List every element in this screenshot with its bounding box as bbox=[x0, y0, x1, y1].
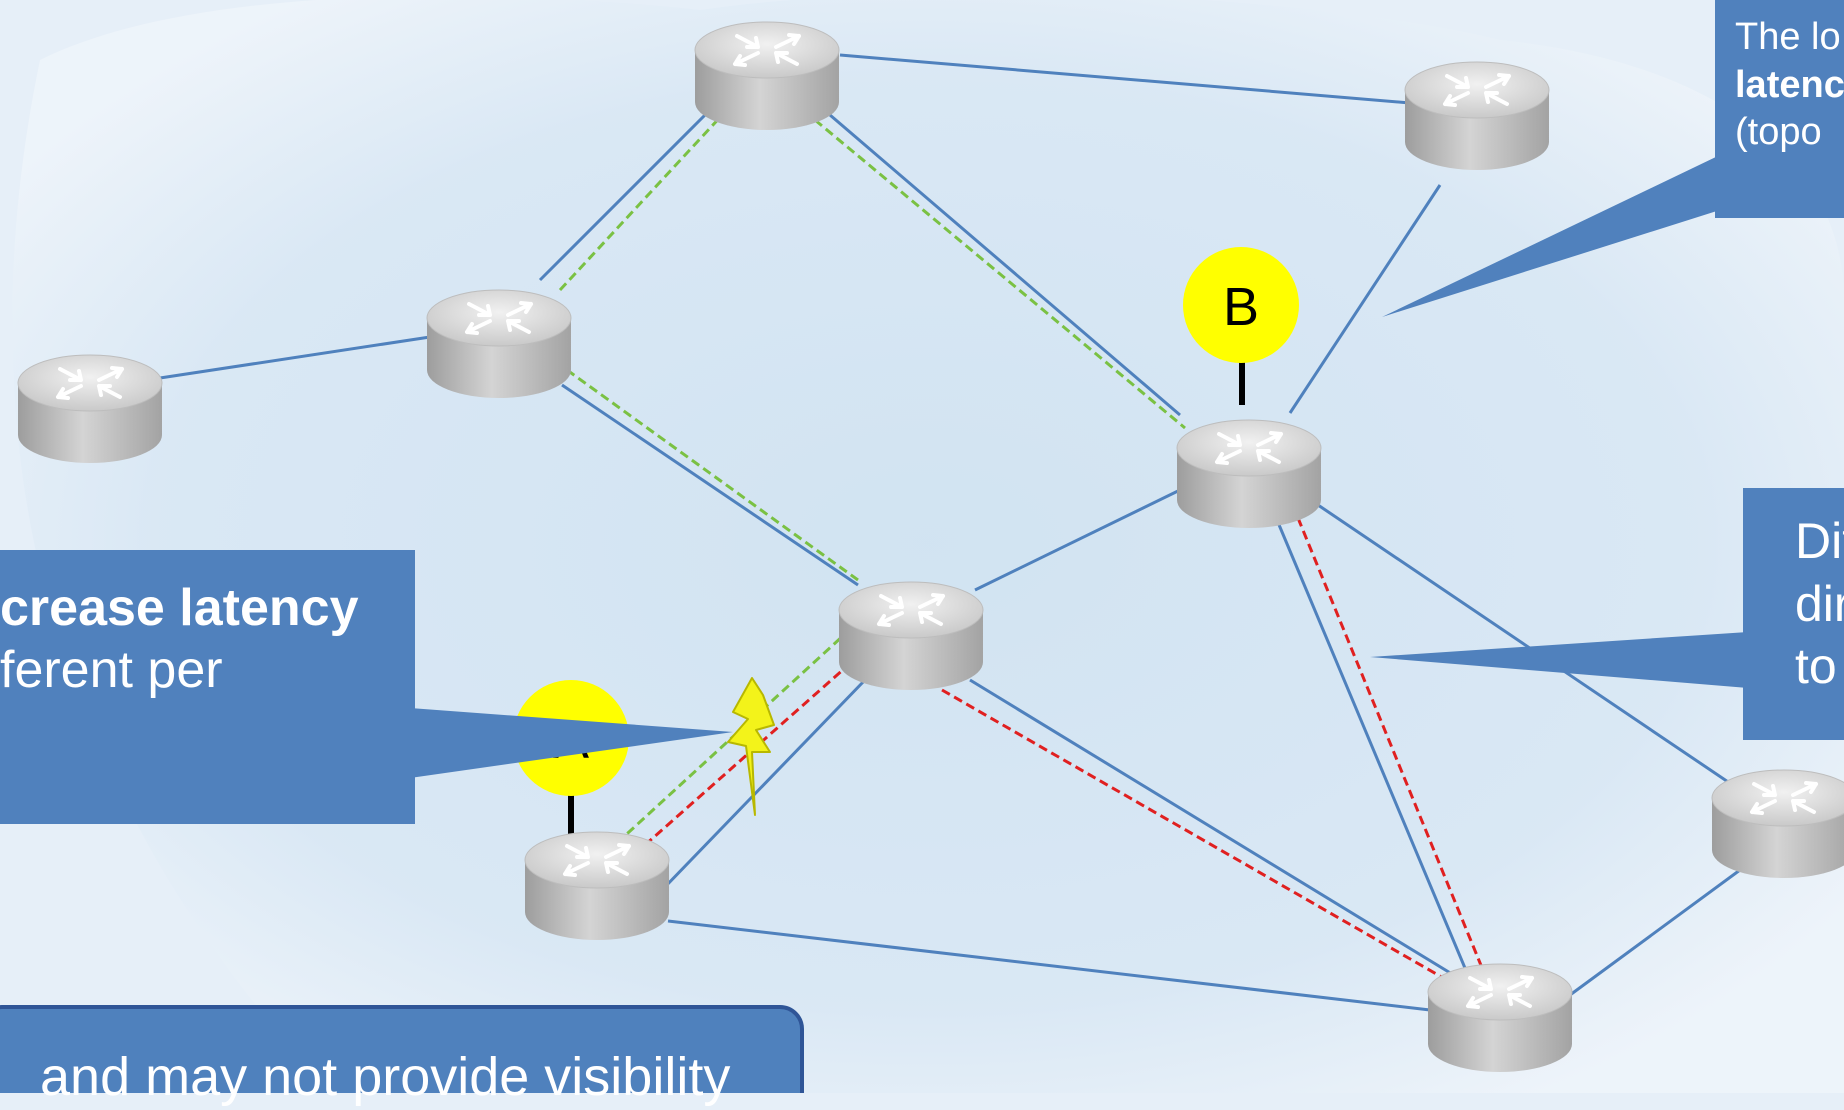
link bbox=[974, 488, 1181, 592]
callout-bottom-line1: and may not provide visibility bbox=[40, 1047, 731, 1107]
callout-top-right-line3: (topo bbox=[1735, 111, 1822, 153]
callout-left-line1: crease latency bbox=[0, 579, 359, 637]
link bbox=[839, 53, 1411, 105]
router-icon bbox=[1403, 60, 1551, 172]
callout-top-right-line1: The lo bbox=[1735, 16, 1841, 58]
router-icon bbox=[1710, 768, 1844, 880]
link bbox=[829, 113, 1181, 417]
lightning-icon bbox=[727, 677, 775, 816]
link bbox=[667, 919, 1431, 1012]
link bbox=[1569, 868, 1741, 997]
link bbox=[1288, 184, 1442, 414]
callout-top-right-text: The lo latenc (topo bbox=[1735, 14, 1844, 157]
callout-left-text: crease latency ferent per bbox=[0, 577, 359, 702]
callout-bottom-text: and may not provide visibility bbox=[40, 1045, 730, 1110]
callout-bottom bbox=[0, 1005, 804, 1093]
link bbox=[660, 678, 867, 892]
callout-top-right bbox=[1382, 0, 1844, 317]
router-icon bbox=[425, 288, 573, 400]
callout-left bbox=[0, 550, 733, 824]
callout-right-line3: to a bbox=[1795, 638, 1844, 694]
router-icon bbox=[837, 580, 985, 692]
link bbox=[1275, 519, 1472, 981]
router-icon bbox=[693, 20, 841, 132]
callout-top-right-line2: latenc bbox=[1735, 63, 1844, 106]
callout-left-line2: ferent per bbox=[0, 641, 223, 700]
callout-right bbox=[1370, 488, 1844, 740]
link bbox=[538, 108, 712, 282]
topology-links bbox=[159, 53, 1741, 1012]
link bbox=[561, 383, 859, 587]
callout-right-line1: Diff bbox=[1795, 513, 1844, 569]
link bbox=[159, 335, 431, 380]
background-cloud bbox=[12, 0, 1844, 1093]
endpoint-b[interactable]: B bbox=[1183, 247, 1299, 363]
router-icon bbox=[523, 830, 671, 942]
callout-right-line2: dire bbox=[1795, 575, 1844, 632]
link bbox=[969, 678, 1471, 987]
router-icon bbox=[16, 353, 164, 465]
router-icon bbox=[1426, 962, 1574, 1074]
red-dashed-path bbox=[644, 517, 1489, 985]
endpoint-b-label: B bbox=[1223, 277, 1259, 337]
callout-right-text: Diff dire to a bbox=[1795, 510, 1844, 698]
router-icon bbox=[1175, 418, 1323, 530]
